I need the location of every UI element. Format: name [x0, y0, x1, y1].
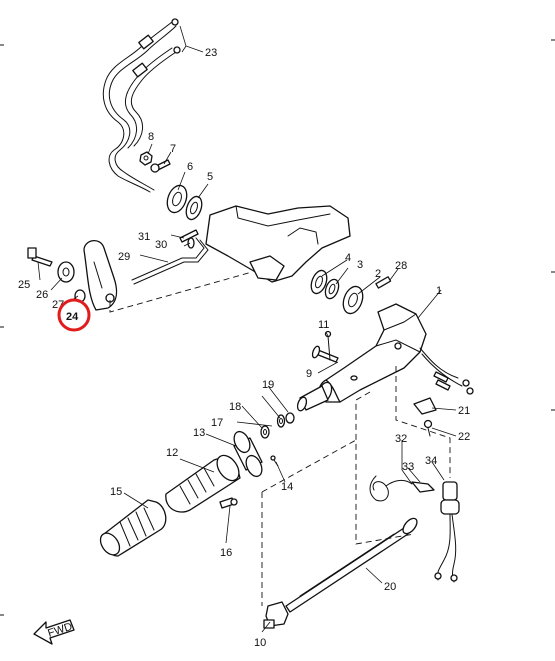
part-label-7: 7 [170, 143, 176, 155]
part-15-grip [99, 499, 167, 557]
part-1-steering-arm [296, 303, 427, 412]
part-label-3: 3 [357, 259, 363, 271]
throttle-cables [102, 18, 181, 193]
part-19-nut [285, 412, 295, 424]
shift-cables [419, 347, 474, 395]
part-16-screw [219, 497, 238, 509]
part-8-nut [139, 151, 153, 166]
assembly-guide-lines [109, 271, 451, 606]
part-label-10: 10 [254, 637, 266, 649]
part-18-washer [260, 425, 270, 439]
part-label-23: 23 [205, 47, 217, 59]
fwd-arrow: FWD [33, 619, 75, 645]
part-3-washer [324, 278, 340, 300]
part-label-24: 24 [66, 311, 79, 323]
part-31-pin [179, 229, 199, 243]
part-21-clamp [413, 397, 437, 415]
part-28-key [375, 276, 392, 289]
part-label-28: 28 [395, 260, 407, 272]
part-label-8: 8 [148, 131, 154, 143]
part-30-washer [187, 237, 195, 249]
part-label-30: 30 [155, 239, 167, 251]
steering-bracket [205, 205, 351, 283]
part-label-18: 18 [229, 401, 241, 413]
part-20-shaft [285, 517, 418, 613]
part-29-rod [131, 237, 209, 285]
part-13-collar [233, 430, 263, 478]
part-17-washer [276, 414, 286, 428]
part-label-6: 6 [187, 161, 193, 173]
part-label-29: 29 [118, 251, 130, 263]
leader-lines [37, 25, 457, 633]
part-labels: 1 2 3 4 5 6 7 8 9 10 11 12 13 14 15 16 1… [18, 47, 470, 649]
part-label-15: 15 [110, 486, 122, 498]
page-tick-marks [0, 39, 555, 616]
part-label-14: 14 [281, 481, 293, 493]
part-22-screw [423, 419, 433, 437]
part-label-26: 26 [36, 289, 48, 301]
highlight-circle-part-24 [57, 298, 91, 332]
part-label-17: 17 [211, 417, 223, 429]
part-label-11: 11 [318, 319, 329, 331]
part-25-bolt [27, 247, 53, 267]
part-9-screw [311, 345, 339, 363]
part-label-2: 2 [375, 268, 381, 280]
part-26-bushing [57, 261, 75, 283]
part-label-13: 13 [193, 427, 205, 439]
part-32-lanyard [369, 475, 413, 502]
part-4-washer [310, 269, 328, 295]
part-34-stop-switch [434, 481, 460, 583]
part-label-31: 31 [138, 231, 150, 243]
part-label-4: 4 [345, 252, 351, 264]
part-33-clip [411, 481, 435, 493]
part-7-bolt [150, 159, 171, 173]
part-label-12: 12 [166, 447, 178, 459]
part-label-25: 25 [18, 279, 30, 291]
part-24-lever [83, 240, 118, 311]
part-label-1: 1 [436, 285, 442, 297]
part-5-washer [185, 195, 203, 221]
part-2-bushing [342, 285, 364, 315]
part-label-21: 21 [458, 405, 470, 417]
part-label-22: 22 [458, 431, 470, 443]
part-label-33: 33 [402, 461, 414, 473]
part-label-5: 5 [207, 171, 213, 183]
part-label-34: 34 [425, 455, 437, 467]
part-10-end-fitting [263, 601, 289, 629]
fwd-label: FWD [46, 621, 74, 640]
part-label-16: 16 [220, 547, 232, 559]
part-6-bushing [166, 184, 188, 214]
part-label-20: 20 [384, 581, 396, 593]
part-label-32: 32 [395, 433, 407, 445]
part-12-grip-tube [165, 454, 241, 513]
part-label-9: 9 [306, 368, 312, 380]
part-label-19: 19 [262, 379, 274, 391]
